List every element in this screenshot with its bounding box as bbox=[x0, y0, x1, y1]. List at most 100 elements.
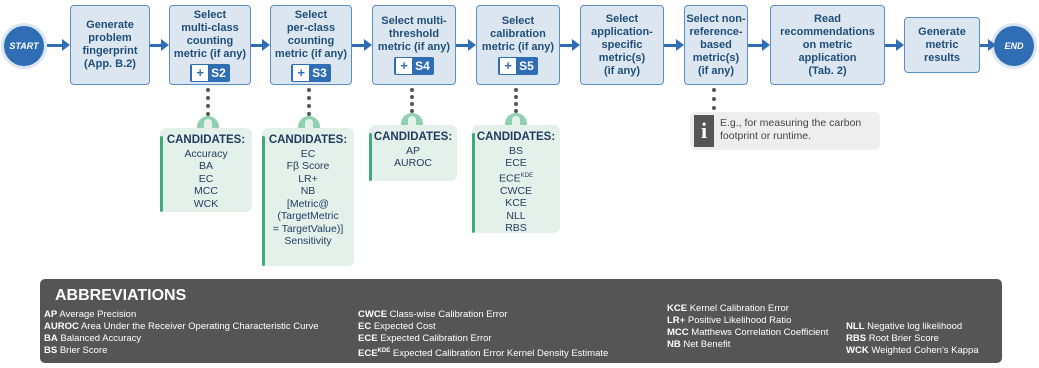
abbr-value: Expected Calibration Error Kernel Densit… bbox=[392, 348, 609, 360]
arrow bbox=[352, 39, 372, 51]
step-calibration: Select calibration metric (if any) +S5 bbox=[476, 5, 560, 85]
abbr-value: Expected Cost bbox=[373, 321, 436, 332]
abbr-entry: LR+ Positive Likelihood Ratio bbox=[667, 315, 828, 327]
abbr-entry: AP Average Precision bbox=[44, 309, 319, 321]
step-label: Select multi-class counting metric (if a… bbox=[173, 8, 247, 60]
step-generate-results: Generate metric results bbox=[904, 17, 980, 73]
abbr-entry: NB Net Benefit bbox=[667, 339, 828, 351]
arrow bbox=[150, 39, 169, 51]
info-text: E.g., for measuring the carbon footprint… bbox=[720, 117, 862, 142]
abbr-key: ECEKDE bbox=[358, 348, 391, 360]
step-application-specific: Select application- specific metric(s) (… bbox=[580, 5, 664, 85]
abbreviations-column: CWCE Class-wise Calibration Error EC Exp… bbox=[358, 309, 608, 360]
badge-label: S3 bbox=[312, 65, 327, 80]
plus-icon: + bbox=[192, 64, 209, 81]
candidate-item: CWCE bbox=[499, 184, 533, 197]
start-node: START bbox=[4, 26, 44, 66]
abbreviations-column: KCE Kernel Calibration Error LR+ Positiv… bbox=[667, 303, 828, 351]
abbr-entry: MCC Matthews Correlation Coefficient bbox=[667, 327, 828, 339]
candidates-title: CANDIDATES: bbox=[268, 134, 348, 146]
badge-label: S2 bbox=[211, 65, 226, 80]
badge-label: S5 bbox=[519, 59, 534, 73]
candidate-item: RBS bbox=[505, 222, 527, 234]
info-icon: i bbox=[694, 115, 714, 147]
candidate-item-sup: KDE bbox=[520, 172, 533, 179]
step-label: Select calibration metric (if any) bbox=[481, 15, 555, 53]
step-label: Read recommendations on metric applicati… bbox=[780, 12, 875, 77]
arrow bbox=[664, 39, 684, 51]
step-label: Select multi- threshold metric (if any) bbox=[377, 15, 451, 53]
abbr-key: WCK bbox=[846, 345, 869, 356]
abbr-key: EC bbox=[358, 321, 372, 332]
abbr-value: Negative log likelihood bbox=[867, 321, 963, 332]
subprocess-badge: +S5 bbox=[498, 57, 538, 75]
candidates-perclass: CANDIDATES: EC Fβ Score LR+ NB [Metric@ … bbox=[262, 128, 354, 266]
candidates-calibration: CANDIDATES: BS ECE ECEKDE CWCE KCE NLL R… bbox=[472, 125, 560, 234]
dotted-connector bbox=[206, 88, 214, 116]
end-node: END bbox=[994, 26, 1034, 66]
abbr-value: Weighted Cohen's Kappa bbox=[871, 345, 979, 356]
connector-knob bbox=[197, 116, 219, 128]
dotted-connector bbox=[410, 88, 418, 113]
step-label: Generate metric results bbox=[918, 25, 966, 64]
arrow bbox=[748, 39, 770, 51]
candidates-title: CANDIDATES: bbox=[373, 131, 453, 143]
info-note: i E.g., for measuring the carbon footpri… bbox=[690, 112, 880, 150]
abbr-value: Average Precision bbox=[59, 309, 137, 320]
abbr-value: Net Benefit bbox=[683, 339, 731, 350]
abbr-entry: BS Brier Score bbox=[44, 345, 319, 357]
badge-label: S4 bbox=[415, 59, 430, 73]
abbr-key: CWCE bbox=[358, 309, 388, 320]
abbr-key: BA bbox=[44, 333, 58, 344]
abbr-key: KCE bbox=[667, 303, 688, 314]
candidate-item: ECE bbox=[505, 157, 527, 169]
abbr-entry: KCE Kernel Calibration Error bbox=[667, 303, 828, 315]
candidate-item: KCE bbox=[505, 197, 527, 209]
abbr-value: Expected Calibration Error bbox=[380, 333, 492, 344]
abbr-key: BS bbox=[44, 345, 58, 356]
candidate-item: (TargetMetric bbox=[277, 210, 339, 222]
abbr-value: Area Under the Receiver Operating Charac… bbox=[80, 321, 319, 332]
step-multiclass-counting: Select multi-class counting metric (if a… bbox=[169, 5, 251, 85]
plus-icon: + bbox=[396, 58, 413, 74]
abbr-entry: AUROC Area Under the Receiver Operating … bbox=[44, 321, 319, 333]
candidate-item: WCK bbox=[193, 197, 219, 210]
dotted-connector bbox=[514, 88, 522, 113]
candidate-item: Sensitivity bbox=[284, 235, 332, 247]
abbreviations-column: NLL Negative log likelihood RBS Root Bri… bbox=[846, 321, 979, 357]
abbr-value: Balanced Accuracy bbox=[60, 333, 142, 344]
candidate-item: [Metric@ bbox=[286, 197, 330, 210]
end-label: END bbox=[1004, 41, 1024, 51]
candidate-item: AUROC bbox=[394, 157, 432, 169]
step-label: Generate problem fingerprint (App. B.2) bbox=[82, 19, 138, 70]
step-non-reference: Select non- reference- based metric(s) (… bbox=[684, 5, 748, 85]
candidate-item: NLL bbox=[506, 209, 526, 222]
abbr-value: Class-wise Calibration Error bbox=[389, 309, 508, 320]
candidate-item: BS bbox=[508, 144, 523, 157]
step-read-recommendations: Read recommendations on metric applicati… bbox=[770, 5, 885, 85]
candidate-item: MCC bbox=[194, 185, 218, 197]
abbr-value: Matthews Correlation Coefficient bbox=[691, 327, 829, 338]
abbr-entry: CWCE Class-wise Calibration Error bbox=[358, 309, 608, 321]
dotted-connector bbox=[712, 88, 720, 110]
abbr-key: MCC bbox=[667, 327, 689, 338]
arrow bbox=[560, 39, 580, 51]
arrow bbox=[456, 39, 476, 51]
abbreviations-column: AP Average Precision AUROC Area Under th… bbox=[44, 309, 319, 357]
candidate-item: AP bbox=[405, 144, 420, 157]
abbr-entry: WCK Weighted Cohen's Kappa bbox=[846, 345, 979, 357]
abbr-entry: ECE Expected Calibration Error bbox=[358, 333, 608, 345]
candidates-multithreshold: CANDIDATES: AP AUROC bbox=[369, 125, 457, 181]
abbr-value: Brier Score bbox=[59, 345, 108, 356]
candidate-item: = TargetValue)] bbox=[272, 222, 344, 235]
candidate-item: BA bbox=[198, 160, 213, 172]
step-label: Select application- specific metric(s) (… bbox=[591, 12, 653, 77]
candidate-item: Accuracy bbox=[184, 147, 228, 160]
abbr-key-sup: KDE bbox=[377, 348, 391, 354]
candidate-item: EC bbox=[198, 172, 214, 185]
arrow bbox=[47, 39, 70, 51]
plus-icon: + bbox=[293, 64, 310, 81]
abbr-value: Root Brier Score bbox=[868, 333, 939, 344]
candidate-item: ECEKDE bbox=[499, 172, 533, 184]
step-label: Select per-class counting metric (if any… bbox=[274, 8, 348, 60]
